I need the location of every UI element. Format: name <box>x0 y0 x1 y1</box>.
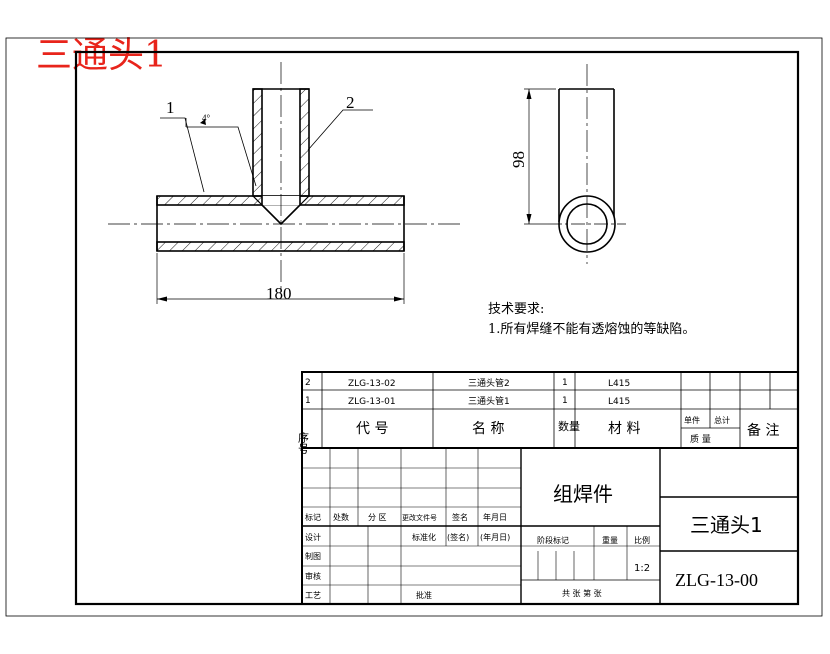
bom-material: L415 <box>608 397 630 407</box>
label-weight: 重量 <box>602 535 618 545</box>
bom-code: ZLG-13-01 <box>348 397 396 407</box>
dimension-width: 180 <box>266 284 292 303</box>
drawing-number: ZLG-13-00 <box>675 570 758 590</box>
header-mass: 质 量 <box>690 433 711 445</box>
outer-frame <box>5 37 823 617</box>
tech-req-heading: 技术要求: <box>488 302 544 317</box>
bom-qty: 1 <box>562 378 568 388</box>
label-change-doc: 更改文件号 <box>402 513 437 522</box>
bom-material: L415 <box>608 379 630 389</box>
title-block-labels: 标记 处数 分 区 更改文件号 签名 年月日 设计 标准化 (签名) (年月日)… <box>305 512 650 600</box>
label-review: 审核 <box>305 571 321 581</box>
title-block-grid <box>301 371 799 605</box>
weld-symbol: 4° <box>202 113 211 123</box>
side-view <box>524 64 626 264</box>
header-seq: 序号 <box>297 431 310 455</box>
bom-header: 序号 代 号 名 称 数量 材 料 单件 总计 质 量 备 注 <box>297 415 780 455</box>
label-process: 工艺 <box>305 591 321 600</box>
label-zone: 分 区 <box>368 513 387 522</box>
label-count: 处数 <box>333 512 349 522</box>
label-date2: (年月日) <box>480 532 510 542</box>
front-view <box>108 62 460 304</box>
bom-row: 1 ZLG-13-01 三通头管1 1 L415 <box>305 395 630 407</box>
label-design: 设计 <box>305 532 321 542</box>
label-stage: 阶段标记 <box>537 535 569 545</box>
bom-name: 三通头管1 <box>468 395 510 407</box>
bom-seq: 1 <box>305 396 311 406</box>
tech-req-item: 1.所有焊缝不能有透熔蚀的等缺陷。 <box>488 321 695 337</box>
sheet-title: 三通头1 <box>36 35 167 76</box>
label-sign2: (签名) <box>447 532 469 542</box>
label-sheets: 共 张 第 张 <box>562 588 602 598</box>
label-mark: 标记 <box>305 512 321 522</box>
assembly-label: 组焊件 <box>553 482 613 506</box>
label-sign: 签名 <box>452 512 468 522</box>
header-code: 代 号 <box>356 421 388 437</box>
header-remark: 备 注 <box>747 422 779 439</box>
header-total: 总计 <box>714 415 730 425</box>
label-approve: 批准 <box>416 590 432 600</box>
header-single: 单件 <box>684 415 700 425</box>
header-qty: 数量 <box>558 420 580 433</box>
bom-name: 三通头管2 <box>468 377 510 389</box>
bom-qty: 1 <box>562 396 568 406</box>
balloon-2: 2 <box>346 93 355 112</box>
label-ratio: 比例 <box>634 535 650 545</box>
bom-row: 2 ZLG-13-02 三通头管2 1 L415 <box>305 377 630 389</box>
balloon-1: 1 <box>166 98 175 117</box>
bom-seq: 2 <box>305 378 311 388</box>
label-draw: 制图 <box>305 551 321 561</box>
bom-code: ZLG-13-02 <box>348 379 396 389</box>
scale-value: 1:2 <box>634 563 650 574</box>
dimension-height: 98 <box>509 151 528 168</box>
header-material: 材 料 <box>608 421 640 437</box>
part-name: 三通头1 <box>690 513 763 537</box>
header-name: 名 称 <box>472 421 504 437</box>
label-date: 年月日 <box>483 512 507 522</box>
label-standard: 标准化 <box>412 532 436 542</box>
